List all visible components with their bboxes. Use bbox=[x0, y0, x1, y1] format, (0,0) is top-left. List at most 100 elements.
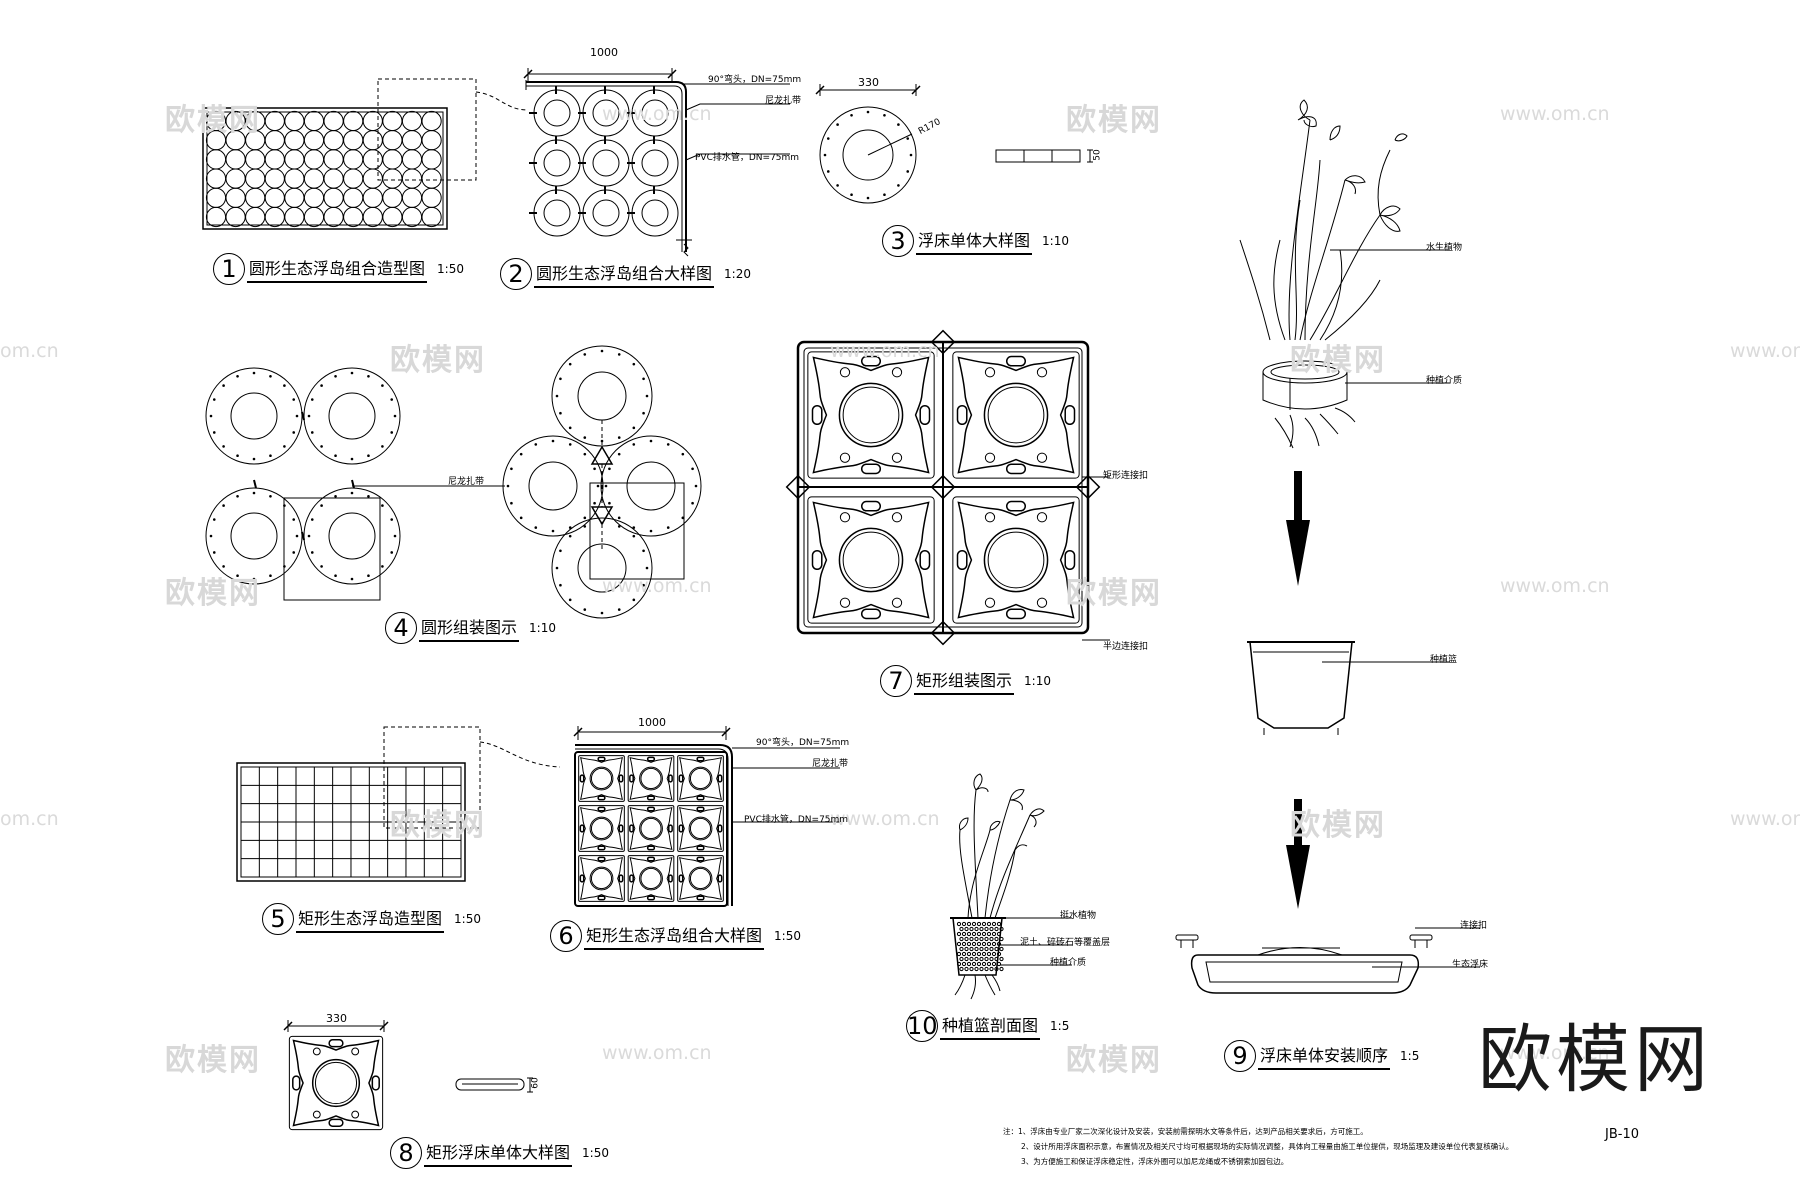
mesh-hole bbox=[976, 951, 982, 957]
rivet-dot bbox=[617, 436, 621, 439]
bolt-hole bbox=[839, 597, 851, 608]
mesh-hole bbox=[969, 926, 974, 932]
float-unit-circle bbox=[225, 168, 246, 189]
handle-slot bbox=[1005, 500, 1027, 512]
fig6-rect-detail bbox=[573, 726, 840, 907]
float-unit-circle bbox=[343, 168, 364, 189]
rivet-dot bbox=[617, 608, 621, 611]
rivet-dot bbox=[320, 384, 323, 387]
rivet-dot bbox=[649, 439, 653, 443]
planting-hole-inner bbox=[689, 817, 712, 840]
rivet-dot bbox=[617, 525, 621, 528]
float-unit-circle bbox=[205, 149, 227, 170]
mesh-hole bbox=[984, 936, 989, 942]
handle-slot bbox=[1005, 463, 1027, 475]
fig5-rect-island-plan bbox=[236, 726, 561, 882]
float-unit-circle bbox=[343, 130, 364, 151]
mesh-hole bbox=[971, 941, 977, 947]
mesh-hole bbox=[976, 961, 982, 967]
mesh-hole bbox=[974, 956, 979, 962]
float-unit-circle bbox=[284, 187, 305, 208]
label-gravel-cover: 泥土、碎砖石等覆盖层 bbox=[1020, 938, 1111, 948]
float-unit-outer bbox=[303, 367, 401, 465]
rivet-dot bbox=[367, 454, 370, 458]
float-unit-inner bbox=[230, 512, 278, 560]
fig-scale: 1:50 bbox=[437, 262, 464, 276]
mesh-hole bbox=[971, 951, 977, 957]
handle-slot bbox=[696, 756, 705, 762]
fig3-single-unit bbox=[815, 84, 1093, 204]
rivet-dot bbox=[583, 516, 587, 520]
rivet-dot bbox=[826, 137, 830, 140]
rivet-dot bbox=[393, 534, 397, 538]
bolt-hole bbox=[984, 512, 996, 523]
watermark-url: www.om.cn bbox=[1500, 103, 1610, 125]
fig-number: 7 bbox=[880, 665, 912, 697]
mesh-hole bbox=[994, 936, 999, 942]
planting-hole-inner bbox=[640, 867, 662, 890]
rivet-dot bbox=[555, 394, 559, 398]
float-unit-inner bbox=[528, 461, 578, 511]
handle-slot bbox=[597, 795, 606, 801]
handle-slot bbox=[678, 874, 684, 883]
rivet-dot bbox=[568, 598, 572, 602]
rivet-dot bbox=[617, 452, 621, 456]
mesh-hole bbox=[991, 951, 997, 957]
mesh-hole bbox=[989, 936, 994, 942]
fig-title-text: 圆形生态浮岛组合造型图 bbox=[247, 255, 428, 283]
float-cell-shape bbox=[292, 1039, 380, 1127]
mesh-hole bbox=[956, 921, 962, 927]
float-unit-outer bbox=[582, 189, 630, 237]
rivet-dot bbox=[310, 551, 314, 554]
rivet-dot bbox=[367, 494, 370, 498]
rivet-dot bbox=[909, 153, 913, 157]
label-nylon-tie: 尼龙扎带 bbox=[765, 96, 802, 106]
mesh-hole bbox=[979, 956, 984, 962]
planting-hole bbox=[639, 866, 663, 891]
mesh-hole bbox=[991, 931, 997, 937]
bolt-hole bbox=[839, 512, 851, 523]
float-unit-circle bbox=[303, 206, 325, 228]
float-unit-inner bbox=[592, 99, 620, 127]
sheet-number: JB-10 bbox=[1605, 1127, 1639, 1142]
rivet-dot bbox=[252, 457, 256, 461]
rivet-dot bbox=[897, 123, 900, 126]
mesh-hole bbox=[976, 921, 982, 927]
rivet-dot bbox=[836, 184, 839, 187]
rivet-dot bbox=[334, 574, 337, 578]
rivet-dot bbox=[269, 374, 272, 378]
watermark: 欧模网 bbox=[1066, 576, 1162, 611]
connector-buckle bbox=[930, 474, 956, 500]
rivet-dot bbox=[390, 431, 394, 434]
fig10-basket-section bbox=[950, 773, 1072, 1000]
dim-fig3-width: 330 bbox=[858, 76, 879, 89]
handle-slot bbox=[919, 549, 931, 571]
watermark: 欧模网 bbox=[1290, 343, 1386, 378]
planting-hole-inner bbox=[842, 386, 900, 444]
rivet-dot bbox=[593, 467, 596, 471]
handle-slot bbox=[597, 895, 606, 901]
mesh-hole bbox=[986, 941, 992, 947]
fig-scale: 1:10 bbox=[1042, 234, 1069, 248]
float-unit-circle bbox=[382, 187, 403, 208]
float-unit-circle bbox=[225, 206, 246, 228]
mesh-hole bbox=[979, 936, 984, 942]
float-unit-circle bbox=[421, 110, 442, 132]
float-unit-outer bbox=[631, 189, 679, 237]
mesh-hole bbox=[986, 951, 992, 957]
float-cell-shape bbox=[957, 501, 1075, 619]
handle-slot bbox=[629, 874, 634, 883]
watermark-url: www.om.cn bbox=[830, 340, 940, 362]
rivet-dot bbox=[320, 445, 323, 448]
note-line: 注：1、浮床由专业厂家二次深化设计及安装，安装前需探明水文等条件后，达到产品相关… bbox=[1003, 1127, 1368, 1136]
rivet-dot bbox=[600, 349, 604, 353]
float-unit-circle bbox=[284, 110, 305, 132]
float-unit-circle bbox=[284, 206, 305, 228]
fig-title-text: 矩形生态浮岛造型图 bbox=[296, 905, 445, 933]
fig7-rect-assembly bbox=[785, 329, 1110, 646]
fig-scale: 1:5 bbox=[1400, 1049, 1420, 1063]
rivet-dot bbox=[252, 491, 256, 495]
